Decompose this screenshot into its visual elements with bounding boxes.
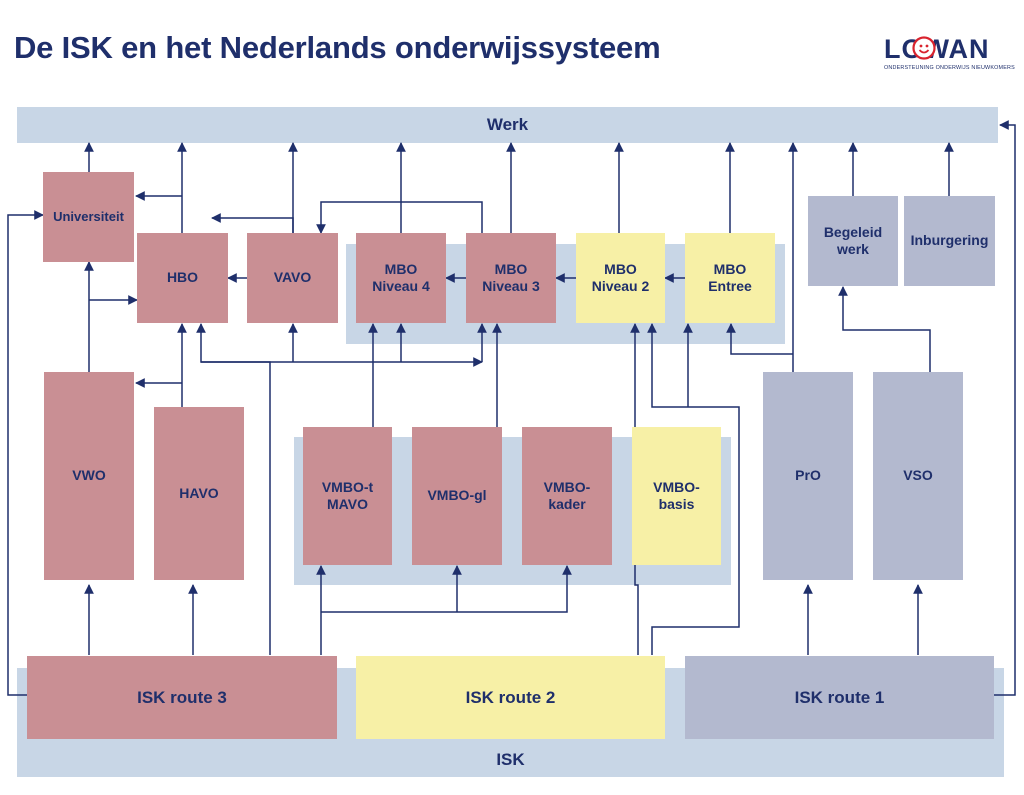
node-havo: HAVO — [154, 407, 244, 580]
logo-word: LOWAN — [884, 34, 990, 64]
node-isk-route-3: ISK route 3 — [27, 656, 337, 739]
smiley-face-icon — [912, 36, 936, 60]
node-vmbo-gl: VMBO-gl — [412, 427, 502, 565]
node-vmbo-basis: VMBO- basis — [632, 427, 721, 565]
werk-band: Werk — [17, 107, 998, 143]
logo-subtitle: ONDERSTEUNING ONDERWIJS NIEUWKOMERS — [884, 65, 1015, 71]
node-pro: PrO — [763, 372, 853, 580]
node-mbo-niveau-3: MBO Niveau 3 — [466, 233, 556, 323]
node-mbo-niveau-4: MBO Niveau 4 — [356, 233, 446, 323]
node-vwo: VWO — [44, 372, 134, 580]
node-universiteit: Universiteit — [43, 172, 134, 262]
node-mbo-niveau-2: MBO Niveau 2 — [576, 233, 665, 323]
lowan-logo: LOWAN ONDERSTEUNING ONDERWIJS NIEUWKOMER… — [884, 34, 1015, 76]
node-hbo: HBO — [137, 233, 228, 323]
node-mbo-entree: MBO Entree — [685, 233, 775, 323]
node-vavo: VAVO — [247, 233, 338, 323]
node-isk-route-2: ISK route 2 — [356, 656, 665, 739]
node-begeleid-werk: Begeleid werk — [808, 196, 898, 286]
page-title: De ISK en het Nederlands onderwijssystee… — [14, 30, 661, 65]
node-isk-route-1: ISK route 1 — [685, 656, 994, 739]
node-inburgering: Inburgering — [904, 196, 995, 286]
node-vso: VSO — [873, 372, 963, 580]
node-vmbo-t-mavo: VMBO-t MAVO — [303, 427, 392, 565]
node-vmbo-kader: VMBO- kader — [522, 427, 612, 565]
